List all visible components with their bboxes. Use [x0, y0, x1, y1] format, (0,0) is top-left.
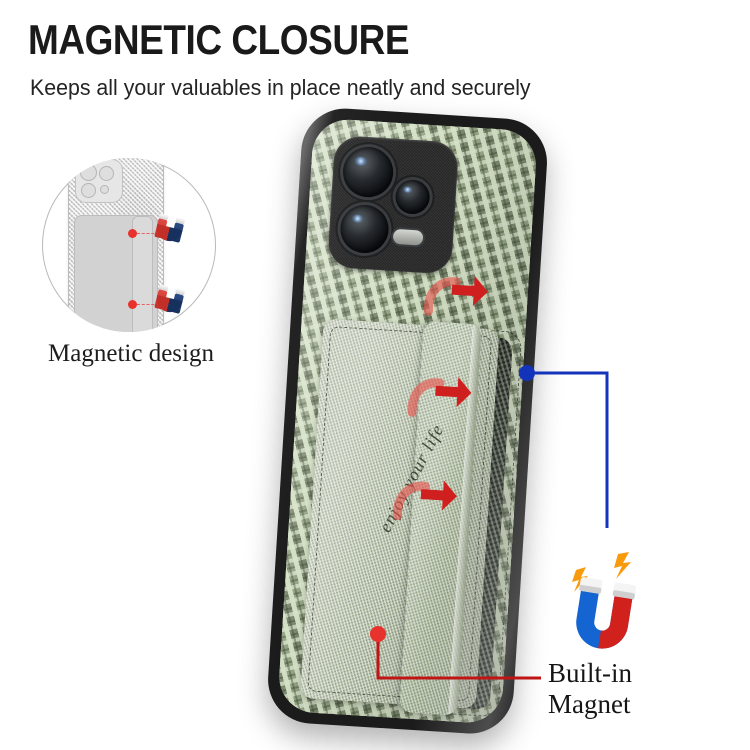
- spark-icon: [614, 552, 631, 579]
- phone-case-body: enjoy your life: [277, 117, 538, 725]
- phone-case-product: enjoy your life: [212, 89, 633, 750]
- inset-lens-icon: [99, 166, 114, 181]
- inset-lens-icon: [80, 164, 97, 181]
- camera-module: [327, 134, 460, 275]
- inset-phone-case-icon: [68, 158, 164, 332]
- magnet-label-line1: Built-in: [548, 658, 633, 688]
- camera-module-grain: [327, 134, 460, 275]
- inset-flap: [132, 216, 153, 332]
- horseshoe-magnet-icon: [556, 552, 668, 662]
- inset-magnet-icon-upper: [153, 213, 186, 248]
- magnetic-design-inset: [42, 158, 216, 332]
- camera-flash-icon: [392, 228, 424, 246]
- inset-magnet-dot-upper: [128, 229, 137, 238]
- inset-flash-icon: [100, 185, 109, 194]
- closure-arrow-icon: [393, 475, 460, 525]
- magnet-callout-label: Built-in Magnet: [548, 658, 748, 720]
- inset-dash-lower: [137, 304, 159, 305]
- inset-magnet-icon-lower: [153, 284, 186, 319]
- inset-caption: Magnetic design: [48, 340, 214, 367]
- closure-arrow-icon: [423, 271, 491, 321]
- inset-magnet-dot-lower: [128, 300, 137, 309]
- phone-bumper: enjoy your life: [265, 105, 550, 737]
- inset-lens-icon: [81, 183, 96, 198]
- inset-camera-module-icon: [75, 159, 123, 203]
- spark-icon: [572, 567, 588, 592]
- page-title: MAGNETIC CLOSURE: [28, 16, 410, 63]
- closure-arrow-icon: [407, 372, 475, 422]
- inset-dash-upper: [137, 233, 159, 234]
- inset-clip: [42, 158, 216, 332]
- page-subtitle: Keeps all your valuables in place neatly…: [30, 75, 531, 100]
- magnet-label-line2: Magnet: [548, 689, 631, 719]
